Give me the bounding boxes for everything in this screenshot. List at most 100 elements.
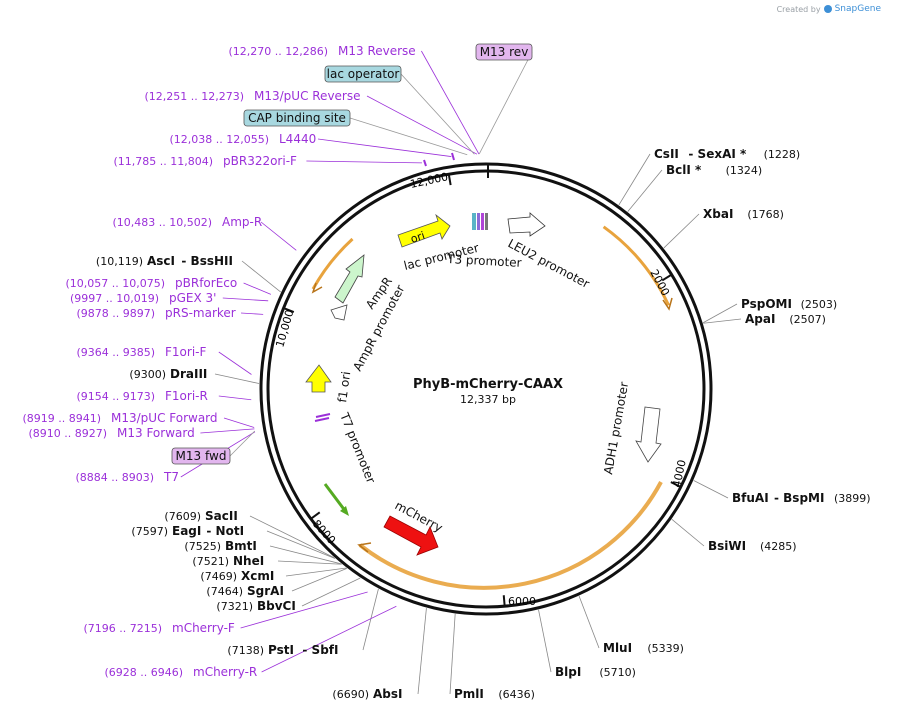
enzyme-draiii: DraIII [170,367,207,381]
leader-lines [180,50,742,695]
box-label-m13-fwd: M13 fwd [176,449,227,463]
leader-mlui [578,595,600,649]
leader-sgrai [291,567,348,592]
t7-promoter-label: T7 promoter [337,410,378,485]
leader-m13-puc-forward [223,417,255,428]
leu2-arrow [507,212,546,237]
leader-cap-binding-site [349,117,468,156]
leader-blpi [538,609,552,673]
leader-bbvci [301,577,361,607]
enzyme-bbvci: BbvCI [257,599,296,613]
primer-range-f1ori-r: (9154 .. 9173) [76,390,155,403]
snapgene-logo-icon [823,5,832,13]
arc-ampr-feature-head [311,282,323,294]
plasmid-length: 12,337 bp [460,393,516,406]
enzyme-nhei: NheI [233,554,264,568]
leader-prs-marker [240,312,264,315]
leader-xbai [663,213,700,249]
l4440-tick [451,152,455,161]
enzyme-alt-csii-sexai: - SexAI * [688,147,747,161]
primer-t7: T7 [163,470,179,484]
arc-leu2-feature-head [662,297,673,311]
enzyme-apai: ApaI [745,312,775,326]
enzyme-psti-sbfi: PstI [268,643,294,657]
t3-stripe [485,213,488,230]
watermark-prefix: Created by [776,4,821,14]
enzyme-pos-nhei: (7521) [192,555,229,568]
leader-bcli [627,169,663,212]
primer-m13-puc-forward: M13/pUC Forward [111,411,218,425]
tick-mark-2000 [661,273,673,282]
t7-arrow [323,483,348,513]
leader-xcmi [285,567,347,577]
m13-rev-stripe [481,213,484,230]
leader-mcherry-f [240,591,368,629]
primer-amp-r: Amp-R [222,215,262,229]
plasmid-name: PhyB-mCherry-CAAX [413,377,563,392]
primer-m13-puc-reverse: M13/pUC Reverse [254,89,361,103]
enzyme-pmli: PmlI [454,687,484,701]
enzyme-pos-eagi-noti: (7597) [131,525,168,538]
t7-stripe-2 [314,417,330,422]
leader-pgex-3 [222,297,269,302]
watermark-brand: SnapGene [834,4,881,14]
leader-asci-bsshii [241,260,281,293]
enzyme-pos-bbvci: (7321) [216,600,253,613]
primer-range-pbr322ori-f: (11,785 .. 11,804) [113,155,213,168]
primer-pbr322ori-f: pBR322ori-F [223,154,297,168]
t7-stripe-1 [315,413,331,418]
backbone-outer [259,162,713,616]
primer-range-mcherry-f: (7196 .. 7215) [83,622,162,635]
tick-mark-4000 [670,481,682,488]
primer-pgex-3: pGEX 3' [169,291,216,305]
enzyme-mlui: MluI [603,641,632,655]
t7-arrow-head [340,506,349,516]
enzyme-pos-absi: (6690) [332,688,369,701]
enzyme-pos-sgrai: (7464) [206,585,243,598]
leader-amp-r [260,221,297,251]
ampr-arrow [334,254,365,304]
tick-label-6000: 6000 [508,595,536,608]
mcherry-arrow [383,515,439,556]
primer-mcherry-f: mCherry-F [172,621,235,635]
leader-draiii [214,373,260,384]
leader-l4440 [317,138,452,157]
backbone-inner [266,169,706,609]
primer-mcherry-r: mCherry-R [193,665,257,679]
enzyme-pos-bcli: (1324) [726,164,763,177]
enzyme-eagi-noti: EagI [172,524,201,538]
tick-mark-8000 [310,511,321,520]
f1-ori-arrow [305,364,332,393]
position-ticks [283,164,682,607]
enzyme-pos-bmti: (7525) [184,540,221,553]
primer-range-l4440: (12,038 .. 12,055) [169,133,269,146]
leader-psti-sbfi [362,588,379,651]
enzyme-pos-pspomi: (2503) [801,298,838,311]
enzyme-bmti: BmtI [225,539,257,553]
f1-ori-label: f1 ori [335,370,353,403]
amp-small-arrow [330,304,348,321]
leader-f1ori-r [218,395,252,401]
box-label-lac-operator: lac operator [327,67,400,81]
primer-range-pgex-3: (9997 .. 10,019) [70,292,159,305]
leader-apai [703,318,742,324]
leader-absi [417,608,427,695]
tick-mark-10000 [283,307,295,314]
leader-bsiwi [671,519,705,547]
leader-m13-puc-reverse [366,95,478,155]
leader-nhei [277,560,342,565]
tick-mark-6000 [502,595,506,607]
primer-prs-marker: pRS-marker [165,306,236,320]
leader-bfuai-bspmi [693,480,729,499]
leader-lac-operator [400,73,475,155]
watermark: Created by SnapGene [777,4,881,14]
primer-m13-reverse: M13 Reverse [338,44,416,58]
leader-m13-fwd [229,430,256,457]
leader-mcherry-r [261,605,397,673]
enzyme-pos-pmli: (6436) [498,688,535,701]
enzyme-pos-apai: (2507) [789,313,826,326]
primer-range-pbrforeco: (10,057 .. 10,075) [65,277,165,290]
leader-pspomi [702,303,738,324]
primer-range-mcherry-r: (6928 .. 6946) [104,666,183,679]
enzyme-alt-asci-bsshii: - BssHII [181,254,233,268]
